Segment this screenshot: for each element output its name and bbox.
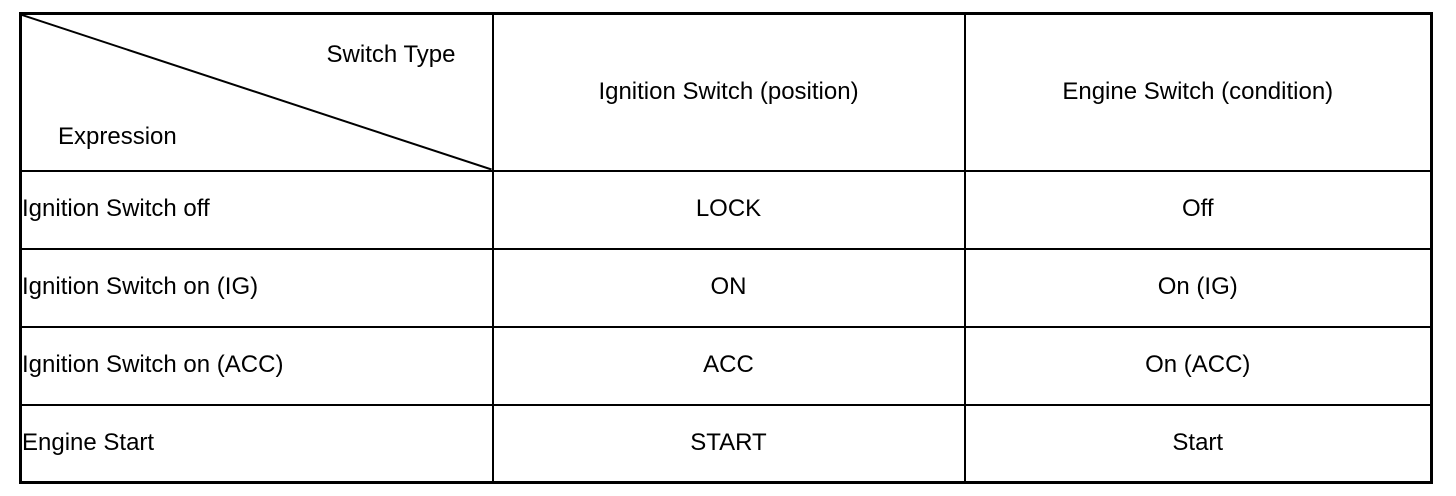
engine-condition-cell: On (ACC) — [963, 325, 1433, 406]
diagonal-divider-line — [22, 15, 492, 170]
expression-cell: Engine Start — [19, 403, 494, 484]
switch-type-table-container: Switch Type Expression Ignition Switch (… — [19, 12, 1433, 484]
engine-condition-cell: Start — [963, 403, 1433, 484]
expression-cell: Ignition Switch off — [19, 169, 494, 250]
ignition-position-cell: ACC — [491, 325, 966, 406]
corner-header-cell: Switch Type Expression — [19, 12, 494, 172]
corner-label-switch-type: Switch Type — [326, 41, 456, 68]
ignition-position-cell: ON — [491, 247, 966, 328]
table-row-ignition-switch-off: Ignition Switch off LOCK Off — [19, 169, 1433, 250]
switch-type-table: Switch Type Expression Ignition Switch (… — [19, 12, 1433, 484]
expression-cell: Ignition Switch on (IG) — [19, 247, 494, 328]
expression-cell: Ignition Switch on (ACC) — [19, 325, 494, 406]
corner-label-expression: Expression — [58, 122, 177, 150]
engine-condition-cell: On (IG) — [963, 247, 1433, 328]
header-row: Switch Type Expression Ignition Switch (… — [19, 12, 1433, 172]
column-header-engine-switch-condition: Engine Switch (condition) — [963, 12, 1433, 172]
ignition-position-cell: LOCK — [491, 169, 966, 250]
engine-condition-cell: Off — [963, 169, 1433, 250]
ignition-position-cell: START — [491, 403, 966, 484]
table-row-ignition-switch-on-ig: Ignition Switch on (IG) ON On (IG) — [19, 247, 1433, 328]
table-row-engine-start: Engine Start START Start — [19, 403, 1433, 484]
column-header-ignition-switch-position: Ignition Switch (position) — [491, 12, 966, 172]
table-row-ignition-switch-on-acc: Ignition Switch on (ACC) ACC On (ACC) — [19, 325, 1433, 406]
